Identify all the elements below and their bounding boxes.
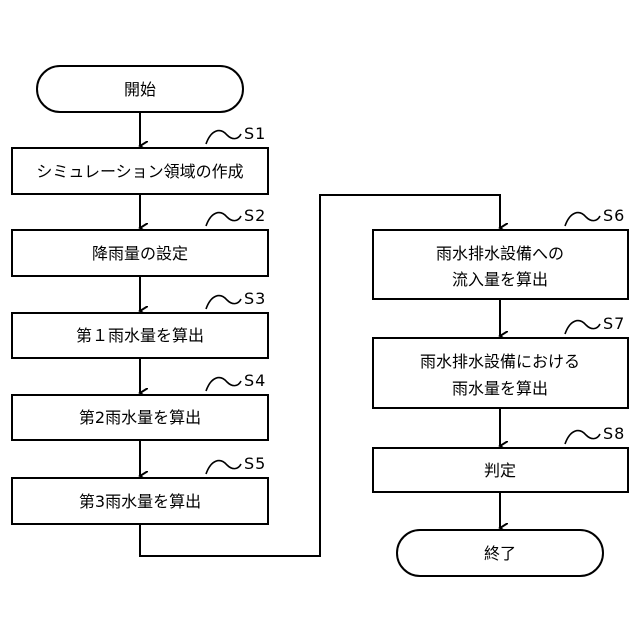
step-label: S2 xyxy=(244,206,266,225)
step-label-tilde xyxy=(206,378,241,391)
end-terminator: 終了 xyxy=(397,530,603,576)
step-text: 第１雨水量を算出 xyxy=(76,326,204,345)
step-label: S4 xyxy=(244,371,266,390)
step-text-line-1: 雨水排水設備への xyxy=(436,244,564,263)
step-text: 第3雨水量を算出 xyxy=(79,492,201,511)
step-text: 第2雨水量を算出 xyxy=(79,408,201,427)
step-label-tilde xyxy=(206,213,241,226)
step-label-tilde xyxy=(206,131,241,144)
start-terminator: 開始 xyxy=(37,66,243,112)
step-label: S3 xyxy=(244,289,266,308)
step-label-tilde xyxy=(565,213,600,226)
step-text: シミュレーション領域の作成 xyxy=(36,162,243,181)
step-text: 判定 xyxy=(484,461,516,480)
step-label-tilde xyxy=(206,296,241,309)
step-label-tilde xyxy=(565,321,600,334)
step-label: S6 xyxy=(603,206,625,225)
step-text-line-2: 流入量を算出 xyxy=(452,270,548,289)
step-label: S8 xyxy=(603,424,625,443)
step-label: S1 xyxy=(244,124,266,143)
step-text: 降雨量の設定 xyxy=(92,244,188,263)
step-label: S7 xyxy=(603,314,625,333)
step-label-tilde xyxy=(565,431,600,444)
start-label: 開始 xyxy=(124,80,156,99)
step-label-tilde xyxy=(206,461,241,474)
step-text-line-1: 雨水排水設備における xyxy=(420,352,580,371)
step-label: S5 xyxy=(244,454,266,473)
end-label: 終了 xyxy=(484,544,516,563)
step-text-line-2: 雨水量を算出 xyxy=(452,379,548,398)
